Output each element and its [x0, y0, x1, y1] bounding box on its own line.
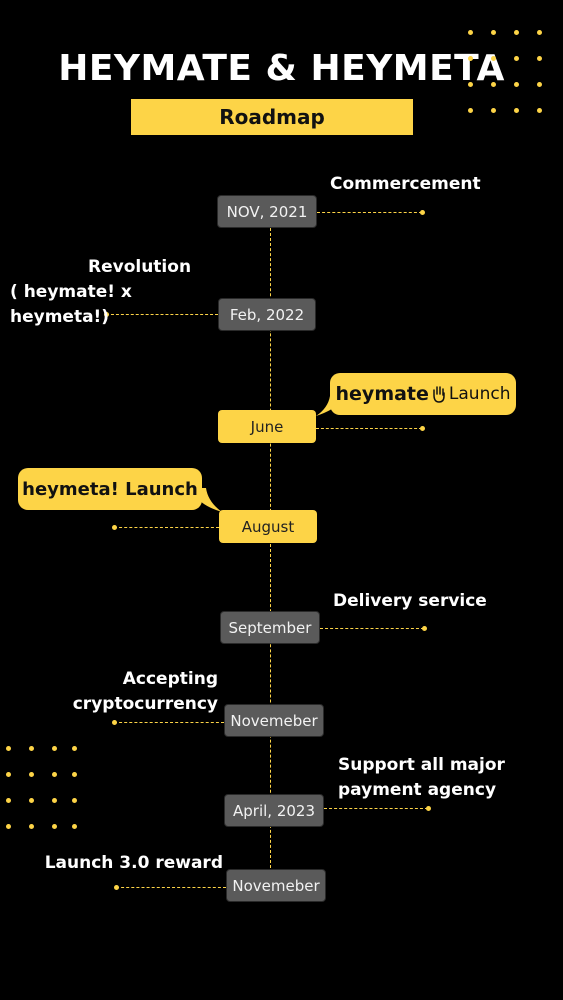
timeline-axis: [270, 228, 271, 868]
milestone-text: Commercement: [330, 174, 481, 194]
milestone-text: Launch 3.0 reward: [44, 853, 223, 873]
brand-word: heymate: [335, 383, 429, 405]
milestone-date: September: [228, 618, 312, 637]
milestone-date-pill: NOV, 2021: [217, 195, 317, 228]
milestone-date-pill: August: [219, 510, 317, 543]
milestone-text-line2: cryptocurrency: [72, 694, 218, 714]
milestone-text-line1: Support all major: [338, 755, 505, 775]
milestone-date-pill: April, 2023: [224, 794, 324, 827]
connector-line: [317, 212, 422, 213]
page-title: HEYMATE & HEYMETA: [58, 48, 505, 89]
milestone-date: Novemeber: [230, 711, 318, 730]
connector-line: [114, 722, 224, 723]
milestone-date: Feb, 2022: [229, 305, 305, 324]
speech-bubble-august: heymeta! Launch: [18, 468, 202, 510]
connector-dot: [112, 720, 117, 725]
subtitle-banner: Roadmap: [131, 99, 413, 135]
milestone-date: April, 2023: [233, 801, 315, 820]
milestone-date: August: [241, 517, 295, 536]
milestone-date-pill: Novemeber: [226, 869, 326, 902]
milestone-text: Support all major payment agency: [338, 753, 505, 803]
milestone-text-line1: Revolution: [88, 257, 192, 277]
milestone-date-pill: Novemeber: [224, 704, 324, 737]
subtitle-text: Roadmap: [219, 105, 325, 129]
connector-line: [316, 428, 422, 429]
milestone-text: Revolution ( heymate! x heymeta!): [8, 255, 218, 330]
bubble-tail: [196, 488, 222, 512]
connector-line: [320, 628, 424, 629]
milestone-date: Novemeber: [232, 876, 320, 895]
connector-line: [106, 314, 218, 315]
connector-dot: [426, 806, 431, 811]
milestone-date-pill: Feb, 2022: [218, 298, 316, 331]
connector-line: [324, 808, 428, 809]
launch-word: Launch: [448, 384, 511, 404]
connector-dot: [114, 885, 119, 890]
speech-bubble-june: heymate Launch: [330, 373, 516, 415]
waving-hand-icon: [433, 386, 445, 403]
connector-dot: [420, 210, 425, 215]
milestone-text: Delivery service: [333, 591, 487, 611]
milestone-date-pill: September: [220, 611, 320, 644]
milestone-text-line2: payment agency: [338, 780, 497, 800]
milestone-text: Accepting cryptocurrency: [20, 667, 218, 717]
milestone-date: June: [250, 417, 284, 436]
connector-line: [116, 887, 226, 888]
connector-dot: [104, 312, 109, 317]
connector-dot: [422, 626, 427, 631]
bubble-text: heymeta! Launch: [22, 478, 198, 500]
milestone-text-line1: Accepting: [122, 669, 218, 689]
connector-dot: [420, 426, 425, 431]
milestone-date-pill: June: [218, 410, 316, 443]
milestone-date: NOV, 2021: [226, 202, 308, 221]
milestone-text-line2: ( heymate! x heymeta!): [10, 282, 132, 327]
connector-line: [114, 527, 219, 528]
connector-dot: [112, 525, 117, 530]
